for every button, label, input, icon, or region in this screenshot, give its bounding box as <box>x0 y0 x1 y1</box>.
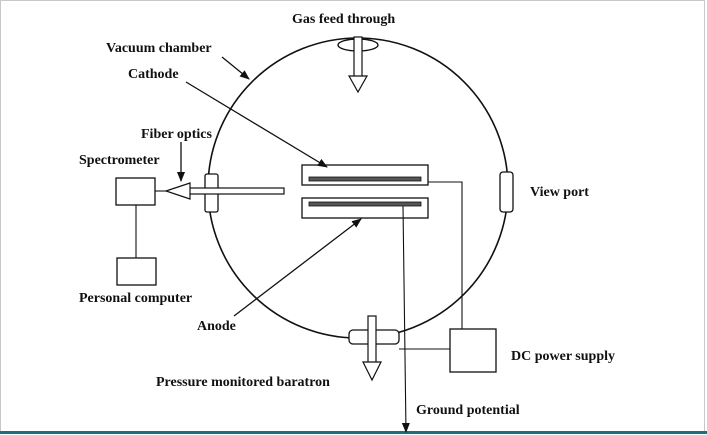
cathode-label: Cathode <box>128 67 179 82</box>
vacuum-chamber-leader <box>221 56 250 80</box>
anode-leader <box>233 218 362 317</box>
view-port-label: View port <box>530 185 589 200</box>
anode-electrode <box>301 197 429 219</box>
dc-power-supply-box <box>449 328 497 373</box>
cathode-wire <box>428 181 463 329</box>
personal-computer-label: Personal computer <box>79 291 192 306</box>
gas-feed-through <box>337 36 379 94</box>
personal-computer-box <box>116 257 157 286</box>
bottom-accent-rule <box>0 431 707 434</box>
spectrometer-box <box>115 177 156 206</box>
spectrometer-label: Spectrometer <box>79 153 160 168</box>
ground-wire <box>401 205 410 433</box>
anode-label: Anode <box>197 319 236 334</box>
view-port <box>499 171 514 213</box>
dc-power-supply-label: DC power supply <box>511 349 615 364</box>
cathode-leader <box>185 81 328 168</box>
gas-feed-label: Gas feed through <box>292 12 395 27</box>
ground-potential-label: Ground potential <box>416 403 520 418</box>
pressure-baratron-label: Pressure monitored baratron <box>156 375 330 390</box>
pressure-baratron-port <box>348 315 400 382</box>
fiber-optics-label: Fiber optics <box>141 127 212 142</box>
cathode-electrode <box>301 164 429 186</box>
vacuum-chamber-label: Vacuum chamber <box>106 41 212 56</box>
fiber-optic-port <box>164 173 285 213</box>
